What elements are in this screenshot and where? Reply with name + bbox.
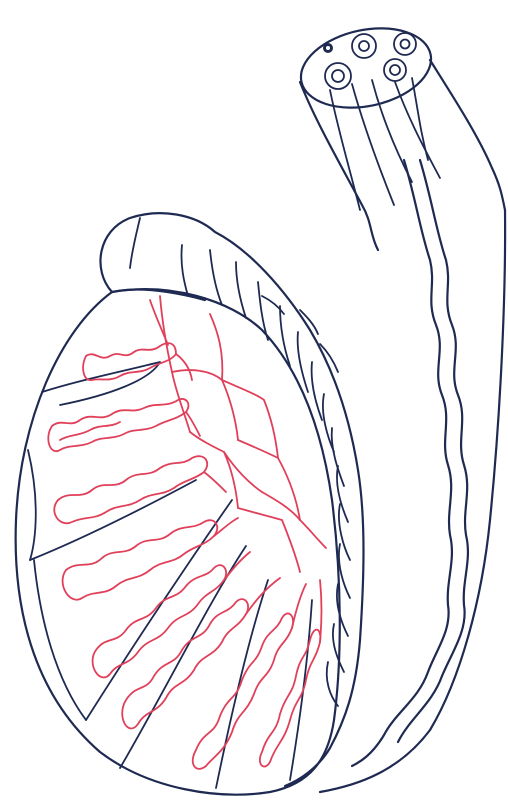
epididymis-coils bbox=[181, 245, 350, 706]
spermatic-cord bbox=[294, 17, 506, 792]
cord-vessels bbox=[323, 33, 416, 89]
seminiferous-tubules bbox=[48, 343, 321, 769]
testis-septa bbox=[28, 362, 312, 788]
